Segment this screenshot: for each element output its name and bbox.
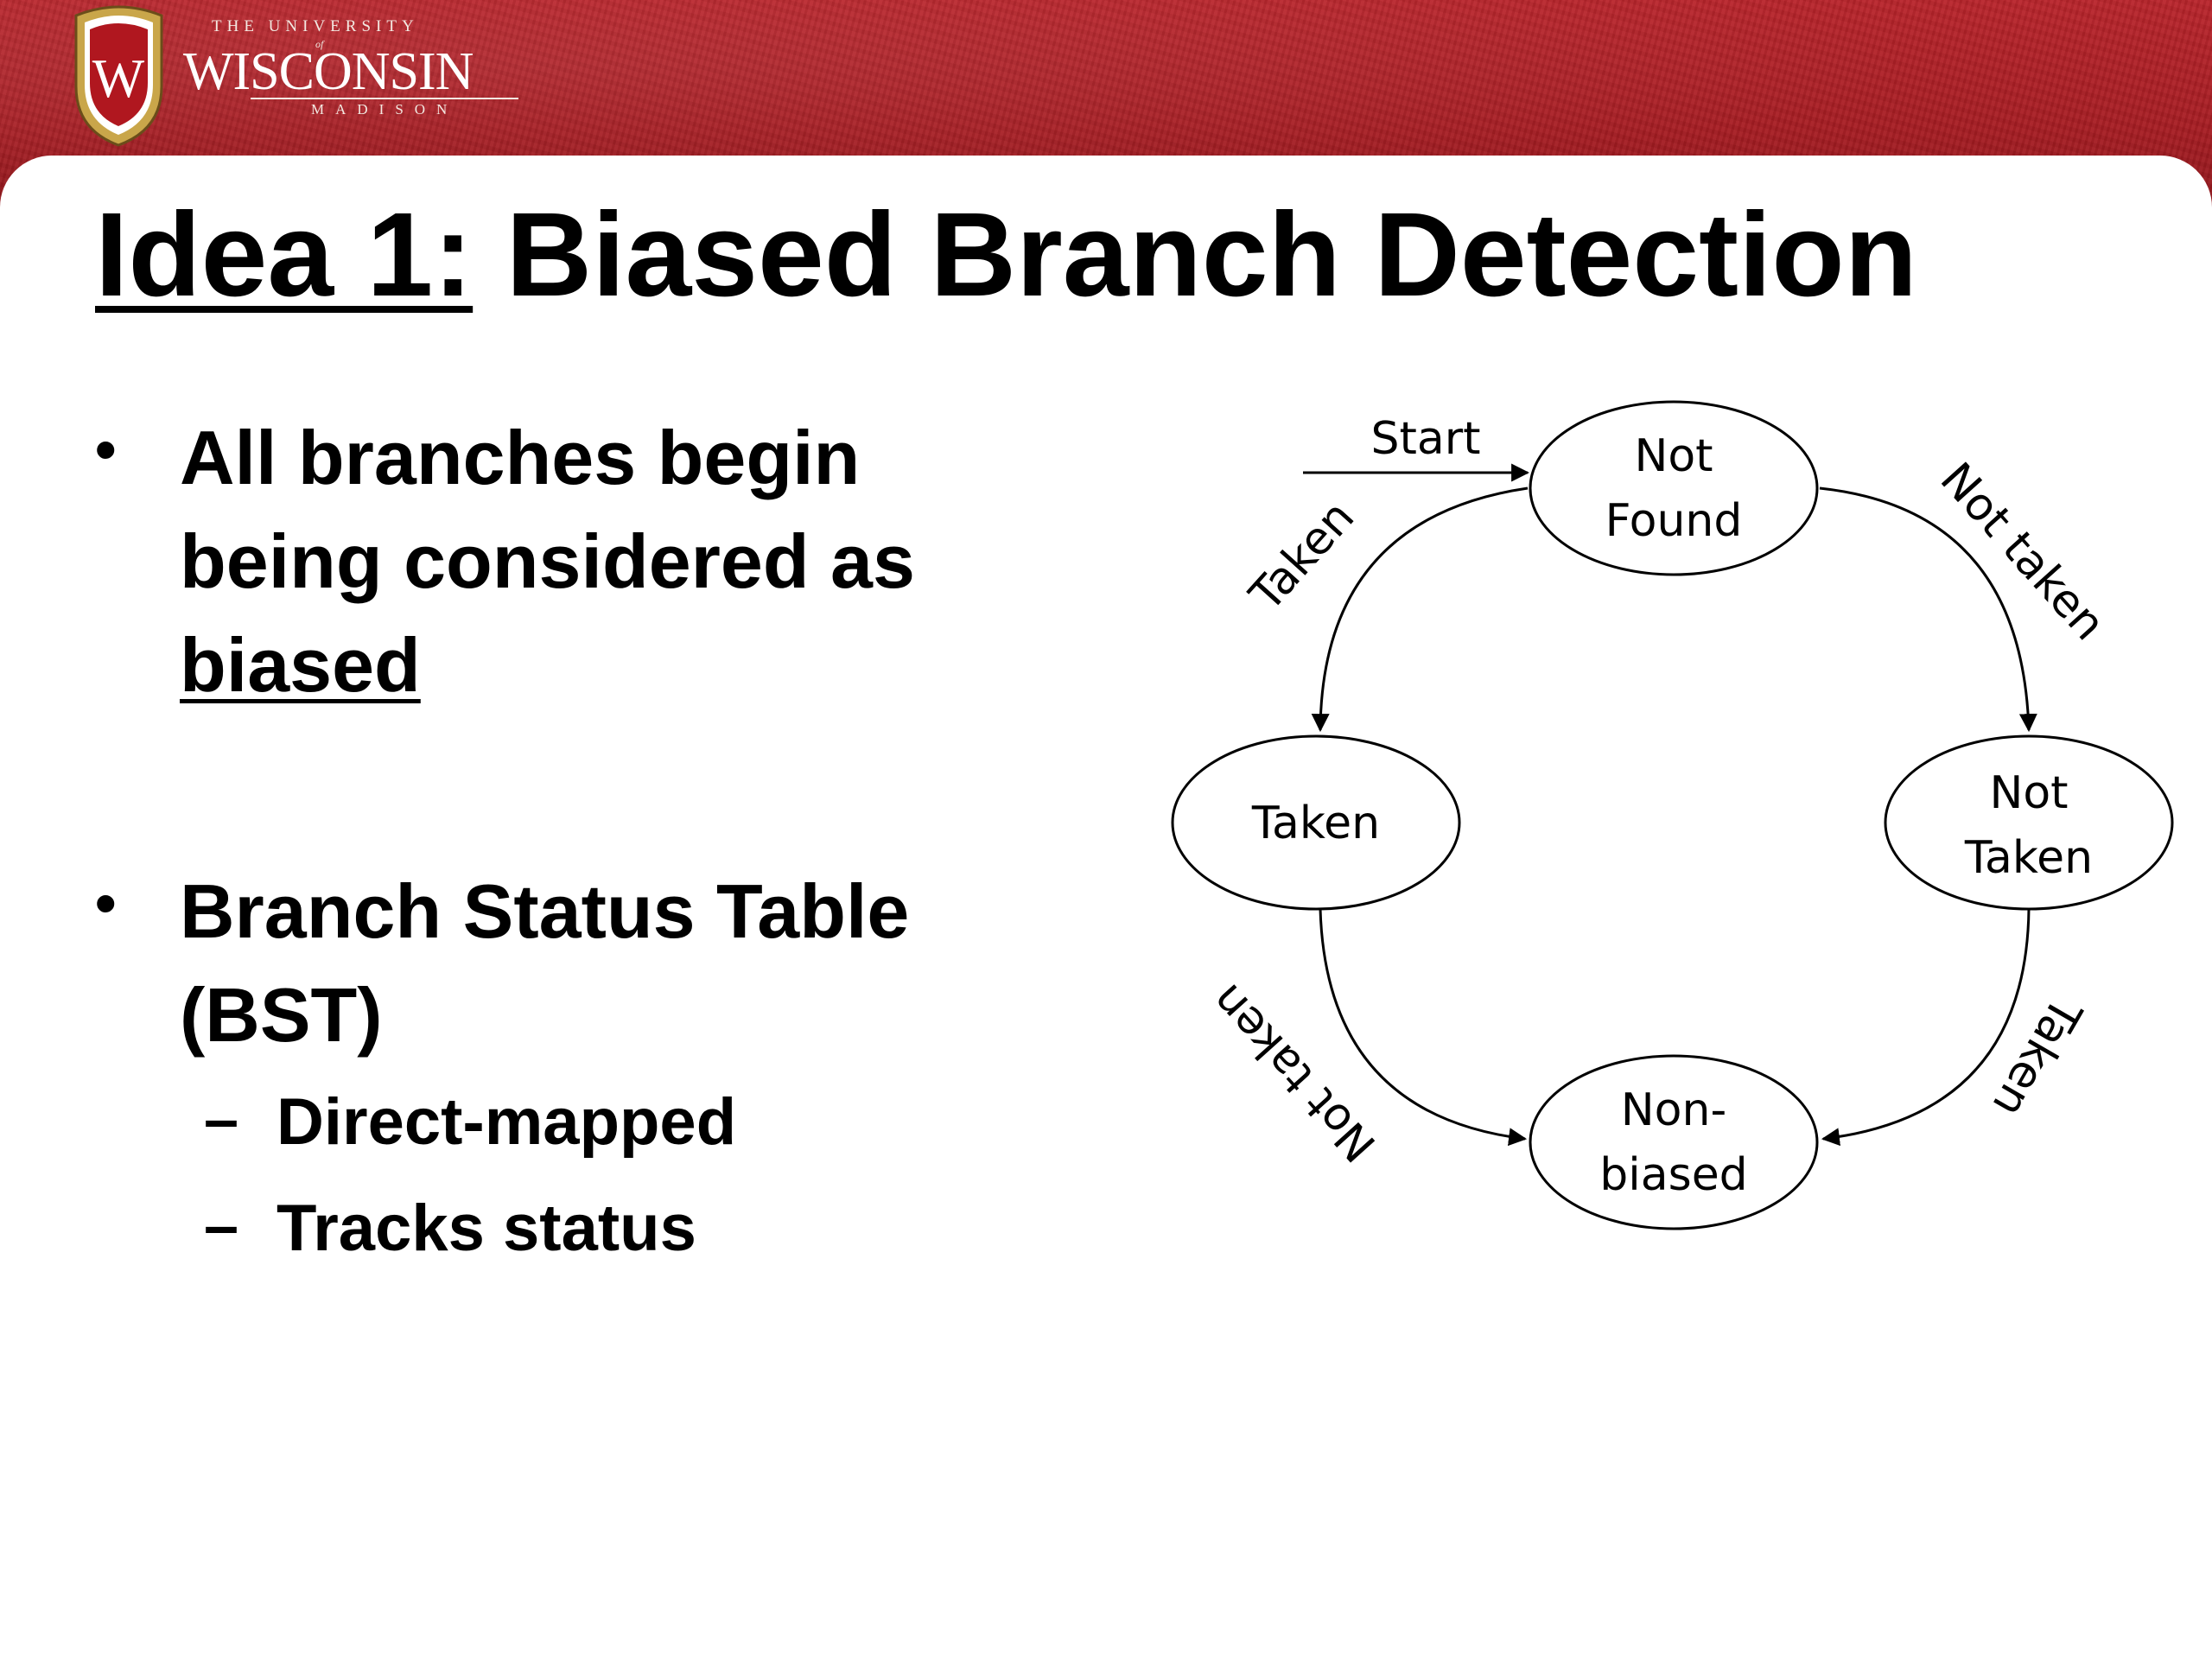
edge-label-start: Start	[1370, 413, 1480, 465]
bullet-1-underlined-word: biased	[180, 622, 421, 708]
sub-bullet-marker: –	[204, 1085, 239, 1154]
state-diagram: Start Taken Not taken Not taken Taken No…	[1141, 380, 2195, 1262]
logo-line-university: THE UNIVERSITY	[212, 17, 419, 35]
state-not-taken: Not Taken	[1884, 734, 2174, 911]
svg-text:biased: biased	[1599, 1149, 1747, 1201]
logo-line-of: of	[315, 38, 324, 50]
svg-text:Not: Not	[1989, 767, 2068, 819]
edge-not-taken-to-non-biased	[1821, 908, 2031, 1147]
edge-label-not-taken-2: Not taken	[1201, 974, 1386, 1171]
sub-bullet-marker: –	[204, 1192, 239, 1261]
bullet-list: • All branches begin being considered as…	[0, 0, 1123, 1382]
svg-text:Taken: Taken	[1251, 798, 1380, 849]
edge-label-not-taken-1: Not taken	[1930, 454, 2115, 651]
edge-label-taken-1: Taken	[1240, 491, 1364, 621]
slide-content-area	[0, 156, 2212, 1659]
state-diagram-svg: Start Taken Not taken Not taken Taken No…	[1171, 400, 2174, 1230]
logo-rule	[251, 98, 518, 99]
logo-line-wisconsin: WISCONSIN	[183, 42, 474, 101]
svg-text:Taken: Taken	[1964, 832, 2093, 884]
svg-text:Found: Found	[1605, 495, 1743, 547]
sub-bullet-2: Tracks status	[276, 1192, 696, 1265]
edge-label-taken-2: Taken	[1982, 988, 2092, 1125]
bullet-1-line-2: being considered as	[180, 518, 915, 604]
bullet-2-line-2: (BST)	[180, 972, 383, 1058]
bullet-item-2: Branch Status Table (BST)	[180, 860, 1130, 1067]
svg-text:Not: Not	[1634, 430, 1713, 482]
sub-bullet-1: Direct-mapped	[276, 1085, 737, 1159]
slide-title: Idea 1: Biased Branch Detection	[95, 188, 1917, 321]
bullet-1-line-1: All branches begin	[180, 415, 861, 500]
title-prefix: Idea 1:	[95, 188, 474, 321]
state-non-biased: Non- biased	[1529, 1054, 1819, 1230]
university-logo: W THE UNIVERSITY of WISCONSIN MADISON	[69, 0, 518, 151]
edge-not-found-to-not-taken	[1819, 486, 2037, 733]
bullet-marker: •	[95, 416, 117, 483]
bullet-item-1: All branches begin being considered as b…	[180, 406, 1130, 717]
title-rest: Biased Branch Detection	[473, 188, 1917, 321]
bullet-marker: •	[95, 869, 117, 937]
bullet-2-line-1: Branch Status Table	[180, 868, 910, 954]
state-not-found: Not Found	[1529, 400, 1819, 576]
svg-text:W: W	[92, 48, 145, 109]
logo-line-madison: MADISON	[311, 101, 459, 118]
university-crest-icon: W	[74, 5, 163, 147]
svg-text:Non-: Non-	[1621, 1084, 1726, 1136]
edge-not-found-to-taken	[1311, 486, 1529, 733]
state-taken: Taken	[1171, 734, 1461, 911]
edge-taken-to-non-biased	[1319, 908, 1528, 1147]
